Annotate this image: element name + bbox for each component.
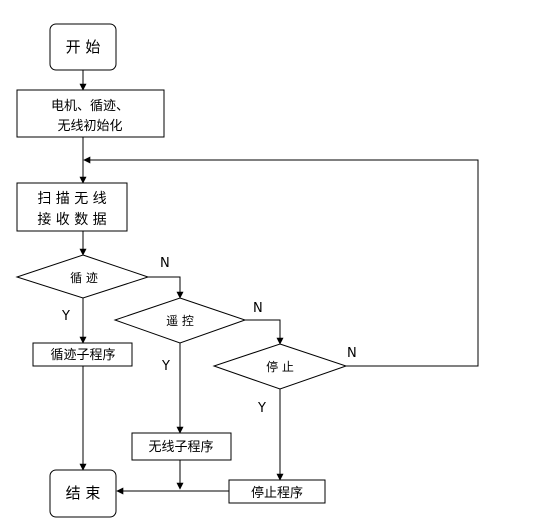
end-node: 结 束: [49, 469, 117, 518]
edge-stop-no-loop: [83, 156, 479, 367]
edge-track-no: [148, 276, 184, 299]
start-label: 开 始: [66, 38, 101, 56]
sub-wireless-node: 无线子程序: [131, 432, 232, 461]
init-node: 电机、循迹、 无线初始化: [16, 89, 165, 138]
label-remote-no: N: [253, 301, 263, 316]
edge-remote-no: [245, 319, 284, 345]
decision-remote: 遥 控: [113, 297, 247, 344]
scan-node: 扫 描 无 线 接 收 数 据: [16, 182, 128, 232]
start-node: 开 始: [49, 23, 117, 71]
decision-stop: 停 止: [212, 343, 348, 390]
label-track-yes: Y: [61, 309, 70, 324]
label-stop-yes: Y: [257, 401, 266, 416]
label-remote-yes: Y: [161, 359, 170, 374]
end-label: 结 束: [66, 484, 101, 502]
label-stop-no: N: [347, 346, 357, 361]
decision-track: 循 迹: [15, 254, 150, 299]
init-label-line1: 电机、循迹、: [51, 99, 129, 114]
sub-stop-node: 停止程序: [228, 479, 326, 504]
decision-stop-label: 停 止: [266, 359, 294, 374]
sub-wireless-label: 无线子程序: [148, 440, 213, 455]
sub-track-node: 循迹子程序: [32, 342, 133, 367]
label-track-no: N: [160, 256, 170, 271]
edge-labels: N Y N Y N Y: [61, 256, 357, 416]
decision-track-label: 循 迹: [70, 271, 98, 285]
decision-remote-label: 遥 控: [166, 314, 194, 328]
sub-stop-label: 停止程序: [251, 485, 303, 501]
sub-track-label: 循迹子程序: [50, 348, 115, 363]
scan-label-line2: 接 收 数 据: [37, 211, 106, 228]
init-label-line2: 无线初始化: [57, 119, 122, 134]
edges: [79, 70, 479, 495]
scan-label-line1: 扫 描 无 线: [37, 191, 106, 207]
